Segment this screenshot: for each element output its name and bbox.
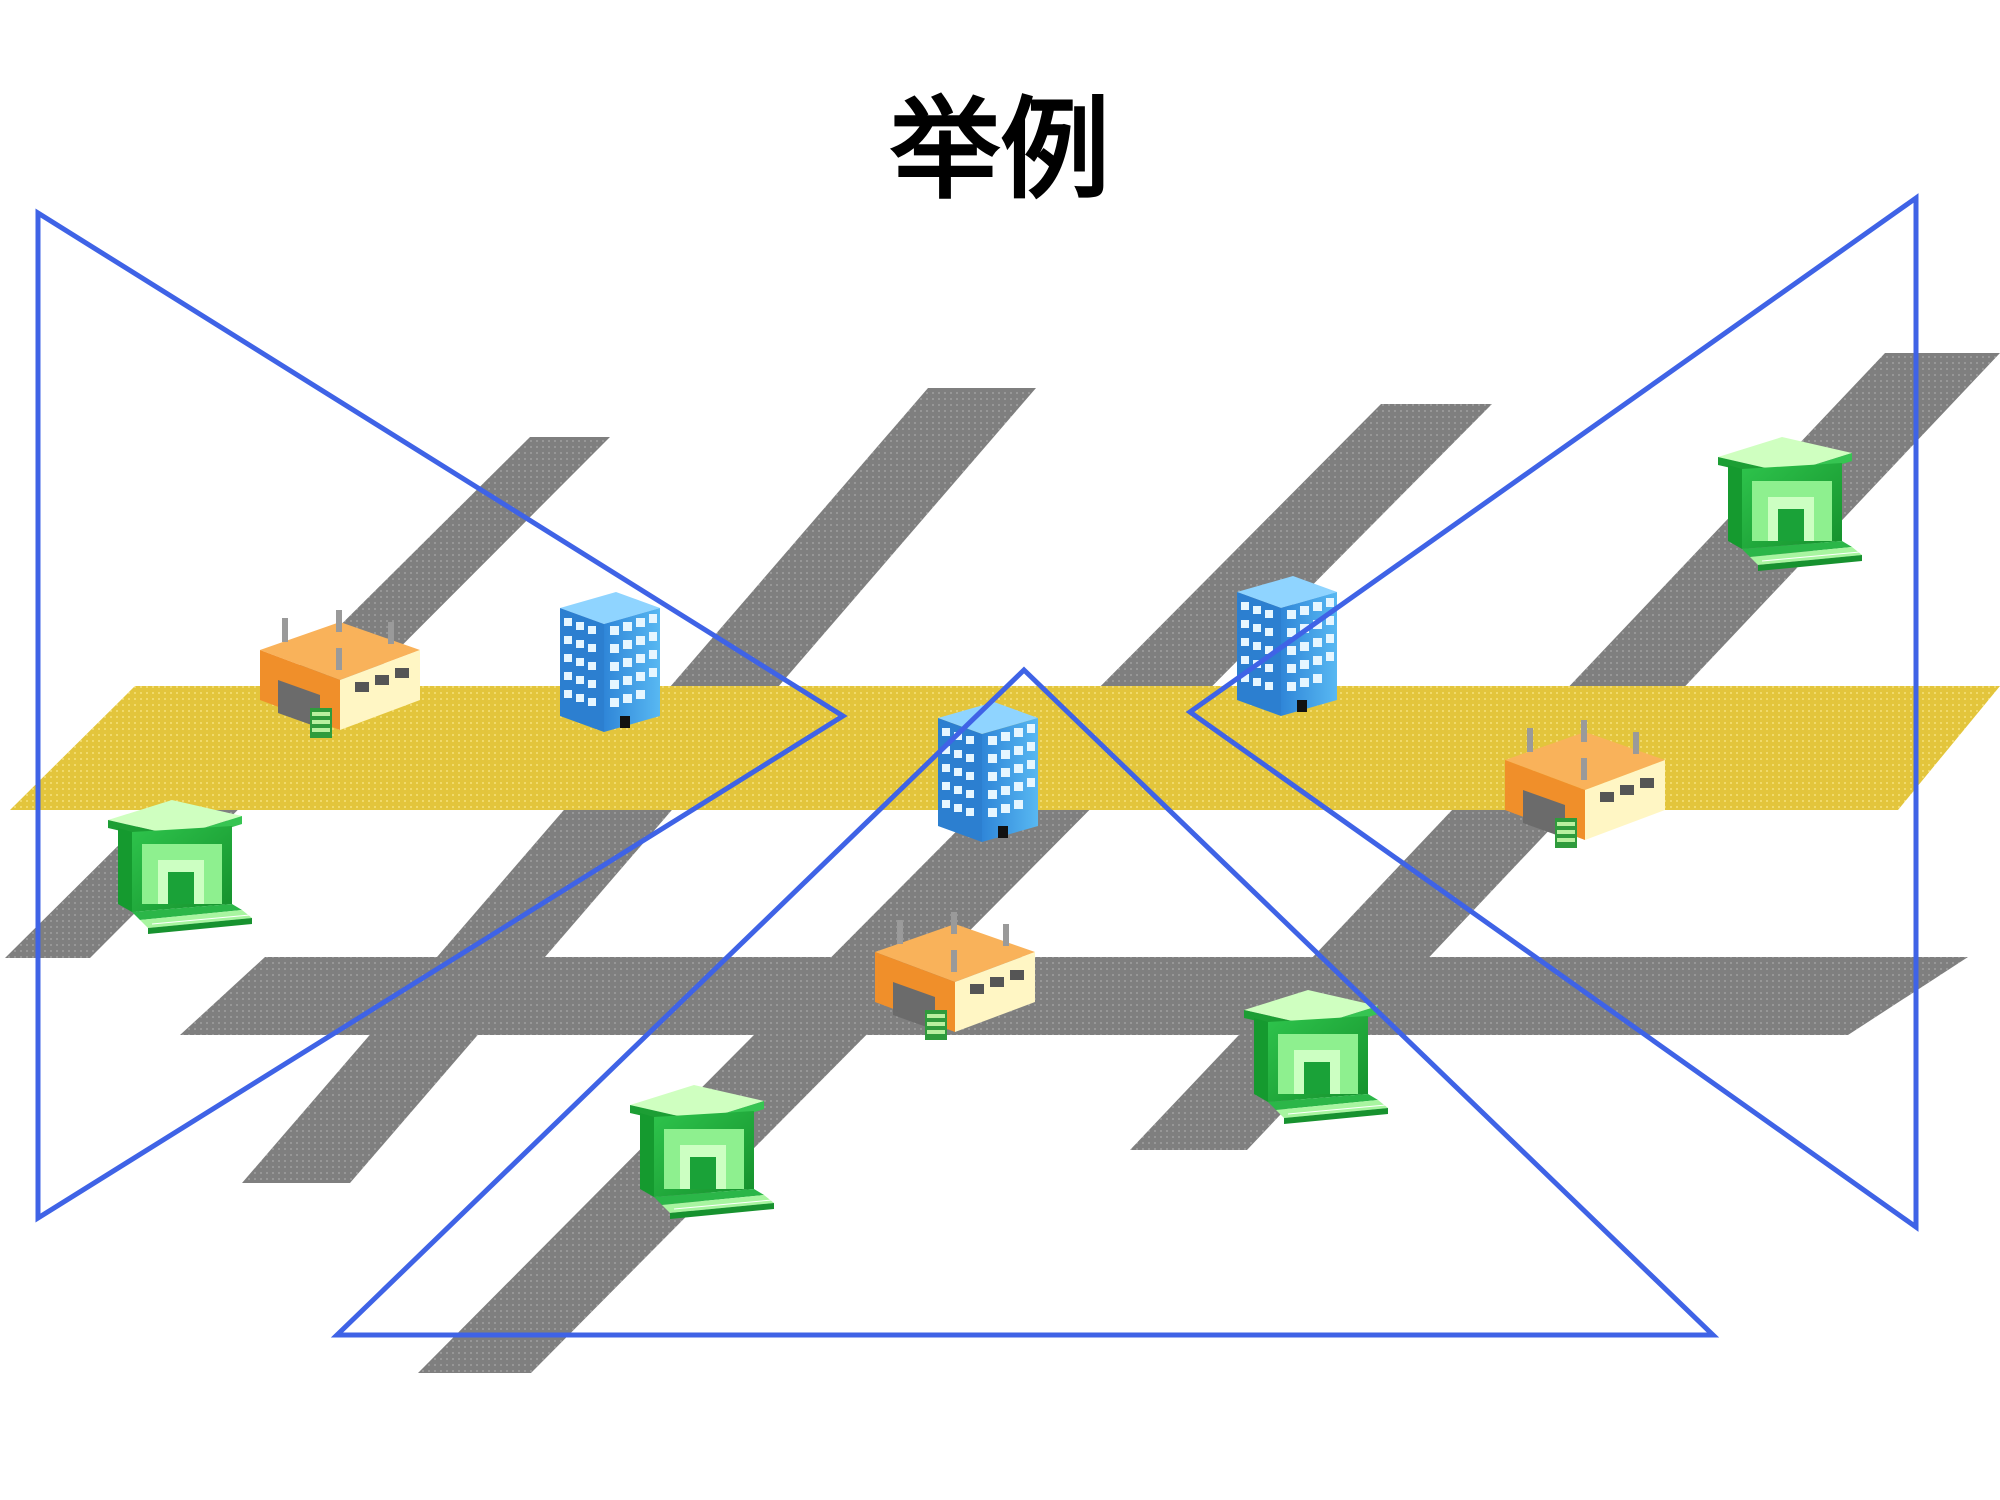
region-triangle-center	[330, 666, 1720, 1338]
diagram-title: 举例	[890, 85, 1110, 214]
side-roads	[5, 353, 2000, 1373]
region-triangle-left	[35, 208, 848, 1223]
office-building	[938, 702, 1038, 842]
office-building	[560, 592, 660, 732]
road	[180, 957, 1968, 1035]
region-triangle-right	[1185, 193, 1919, 1232]
